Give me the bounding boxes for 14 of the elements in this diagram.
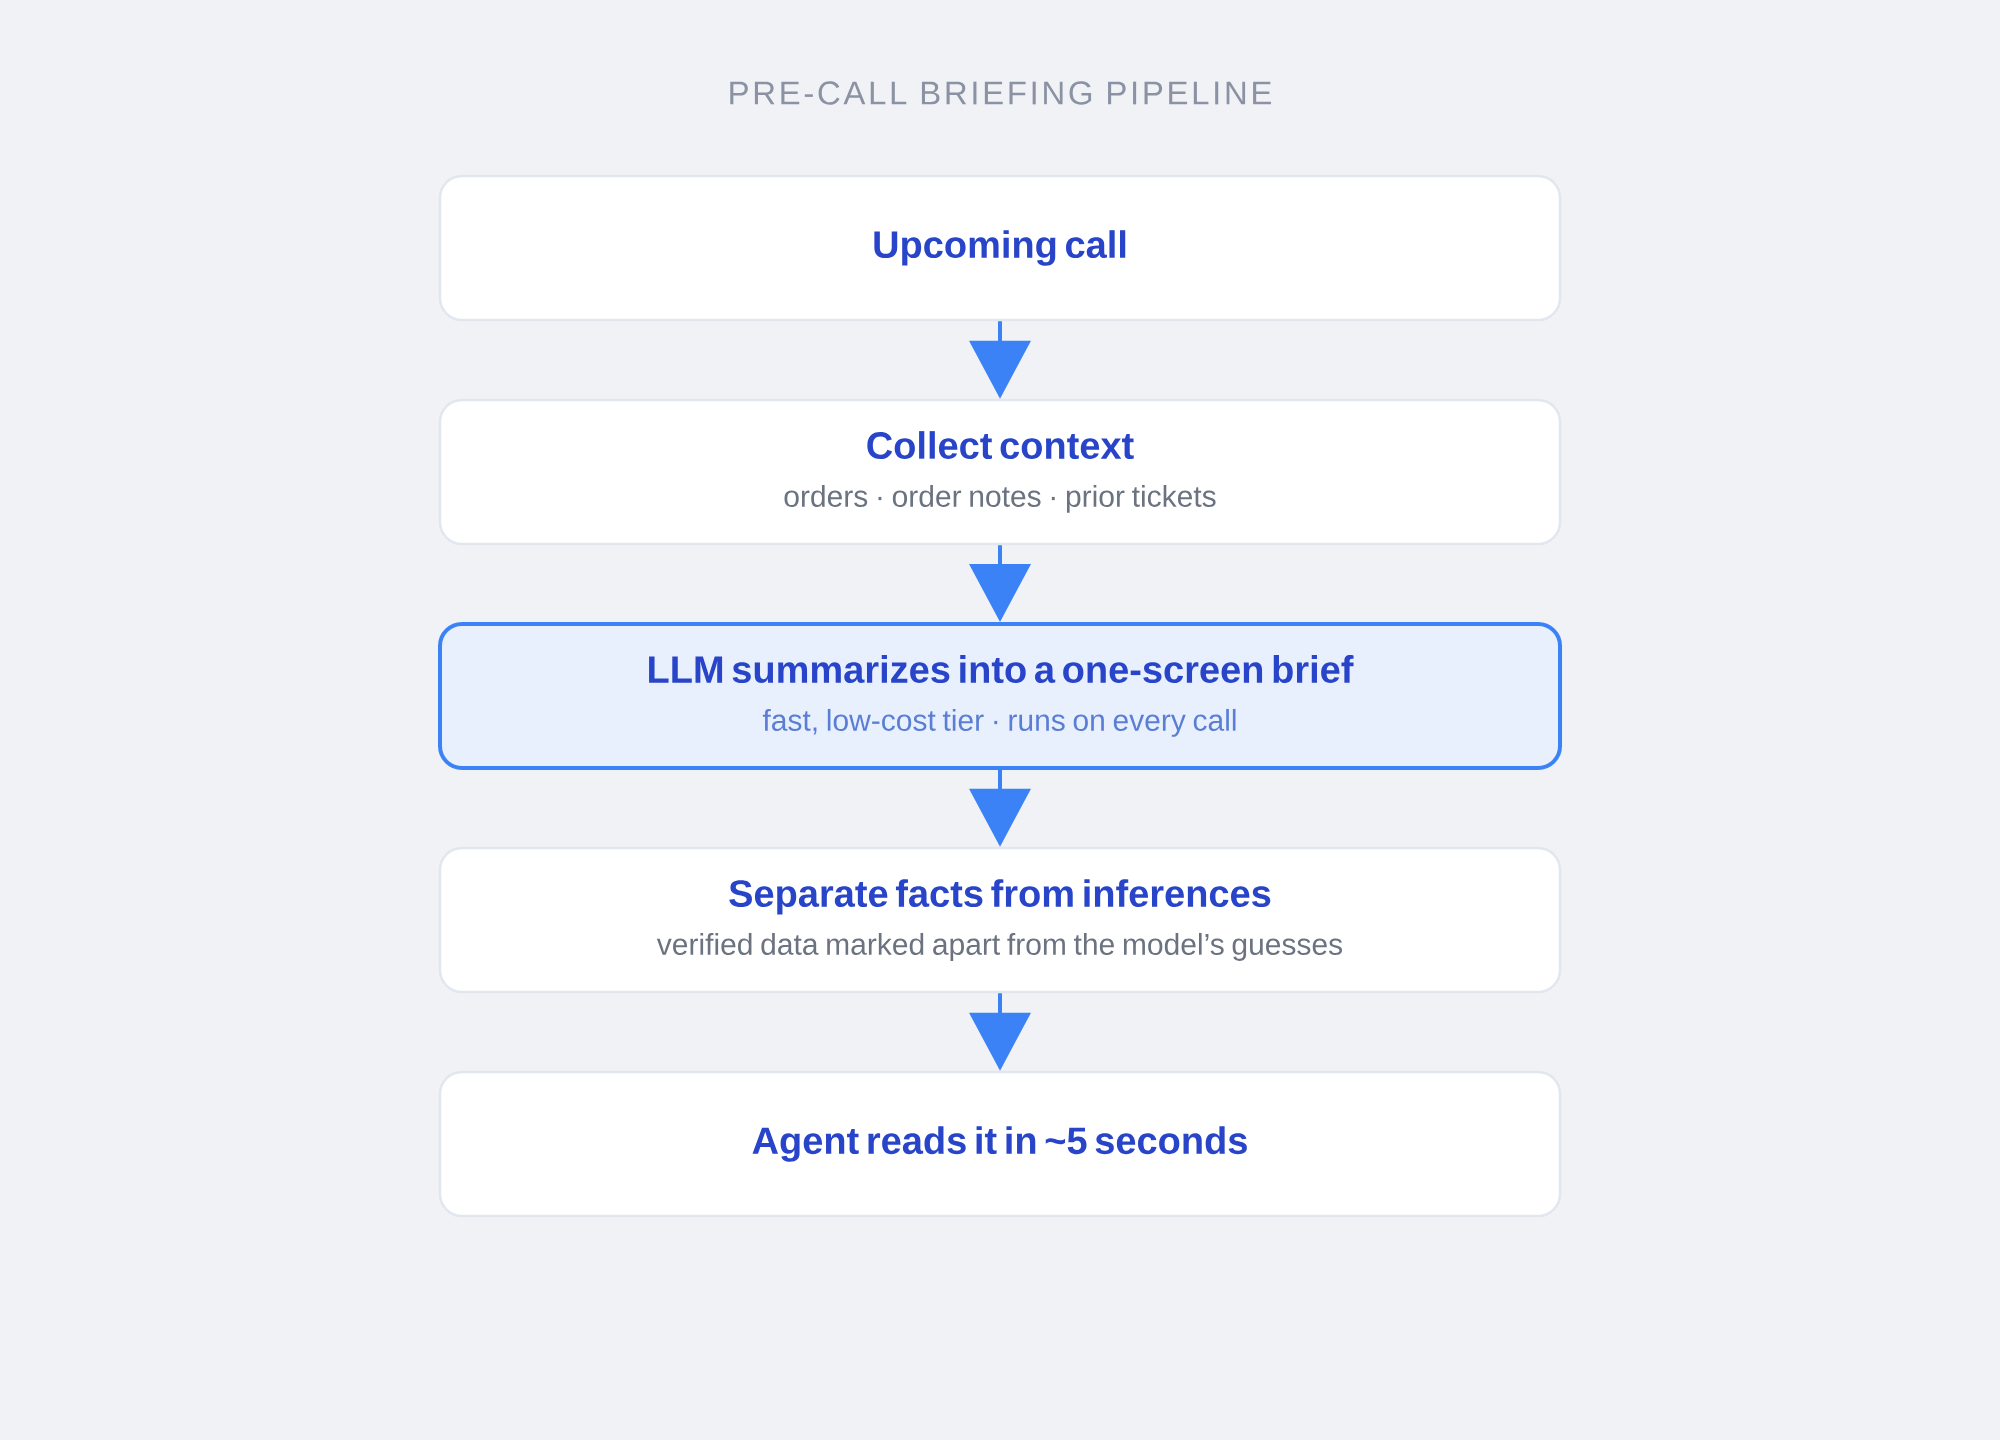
diagram-title: PRE-CALL BRIEFING PIPELINE	[730, 81, 1271, 105]
process-box	[438, 1070, 1562, 1218]
process-box	[438, 398, 1562, 546]
step-title: Collect context	[867, 431, 1134, 460]
process-box	[438, 622, 1563, 770]
step-title: Upcoming call	[874, 230, 1126, 266]
step-title: Separate facts from inferences	[729, 879, 1271, 915]
step-title: LLM summarizes into a one-screen brief	[649, 655, 1354, 684]
process-box	[438, 174, 1562, 322]
step-subtitle: verified data marked apart from the model’s guesses	[656, 932, 1342, 961]
process-box	[438, 846, 1562, 994]
step-title: Agent reads it in ~5 seconds	[752, 1126, 1247, 1162]
step-subtitle: orders · order notes · prior tickets	[784, 484, 1216, 513]
step-subtitle: fast, low-cost tier · runs on every call	[762, 708, 1236, 737]
